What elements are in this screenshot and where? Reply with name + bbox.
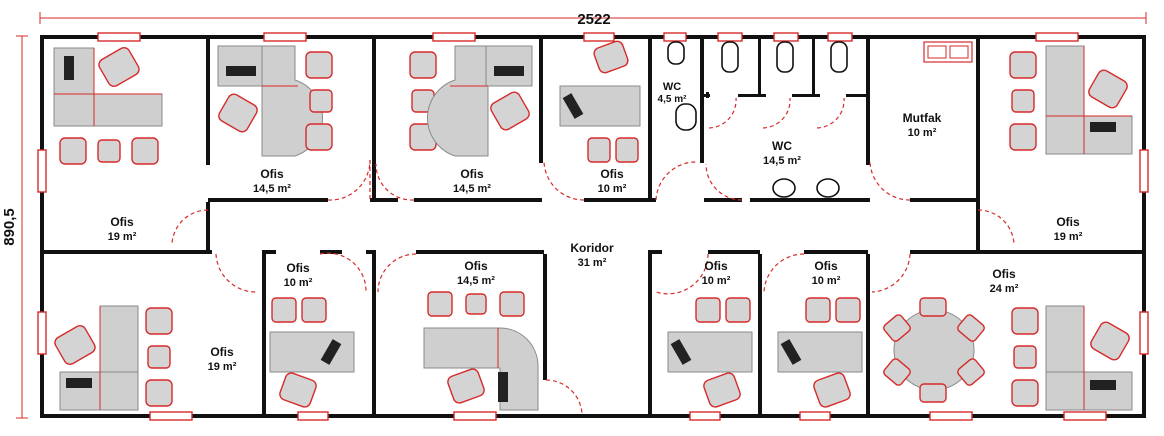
width-dimension: 2522 [577,11,610,28]
room-ofis-n3-name: Ofis [460,167,484,181]
room-koridor-area: 31 m² [578,257,607,269]
room-ofis-sw-name: Ofis [210,345,234,359]
room-ofis-s4-name: Ofis [704,259,728,273]
windows [37,32,1149,421]
room-ofis-n3-area: 14,5 m² [453,183,491,195]
room-ofis-ne-area: 19 m² [1054,231,1083,243]
room-ofis-nw-name: Ofis [110,215,134,229]
room-ofis-s2-name: Ofis [286,261,310,275]
room-mutfak-area: 10 m² [908,127,937,139]
room-ofis-ne-name: Ofis [1056,215,1080,229]
room-ofis-s2-area: 10 m² [284,277,313,289]
room-ofis-n4-area: 10 m² [598,183,627,195]
room-labels: Ofis 19 m² Ofis 14,5 m² Ofis 14,5 m² Ofi… [108,81,1083,373]
room-ofis-s5-name: Ofis [814,259,838,273]
room-ofis-n4-name: Ofis [600,167,624,181]
room-ofis-s5-area: 10 m² [812,275,841,287]
room-ofis-s4-area: 10 m² [702,275,731,287]
room-ofis-n2-name: Ofis [260,167,284,181]
dimension-lines [16,12,1147,419]
doors [171,97,1015,415]
room-ofis-nw-area: 19 m² [108,231,137,243]
room-ofis-se-area: 24 m² [990,283,1019,295]
height-dimension: 890,5 [1,208,18,246]
room-wc-big-area: 14,5 m² [763,155,801,167]
room-mutfak-name: Mutfak [903,111,942,125]
room-ofis-sw-area: 19 m² [208,361,237,373]
room-ofis-se-name: Ofis [992,267,1016,281]
room-wc-big-name: WC [772,139,792,153]
furniture [53,40,1133,411]
room-ofis-s3-area: 14,5 m² [457,275,495,287]
room-wc-small-area: 4,5 m² [658,94,688,105]
room-ofis-s3-name: Ofis [464,259,488,273]
room-wc-small-name: WC [663,81,681,93]
room-ofis-n2-area: 14,5 m² [253,183,291,195]
room-koridor-name: Koridor [570,241,614,255]
